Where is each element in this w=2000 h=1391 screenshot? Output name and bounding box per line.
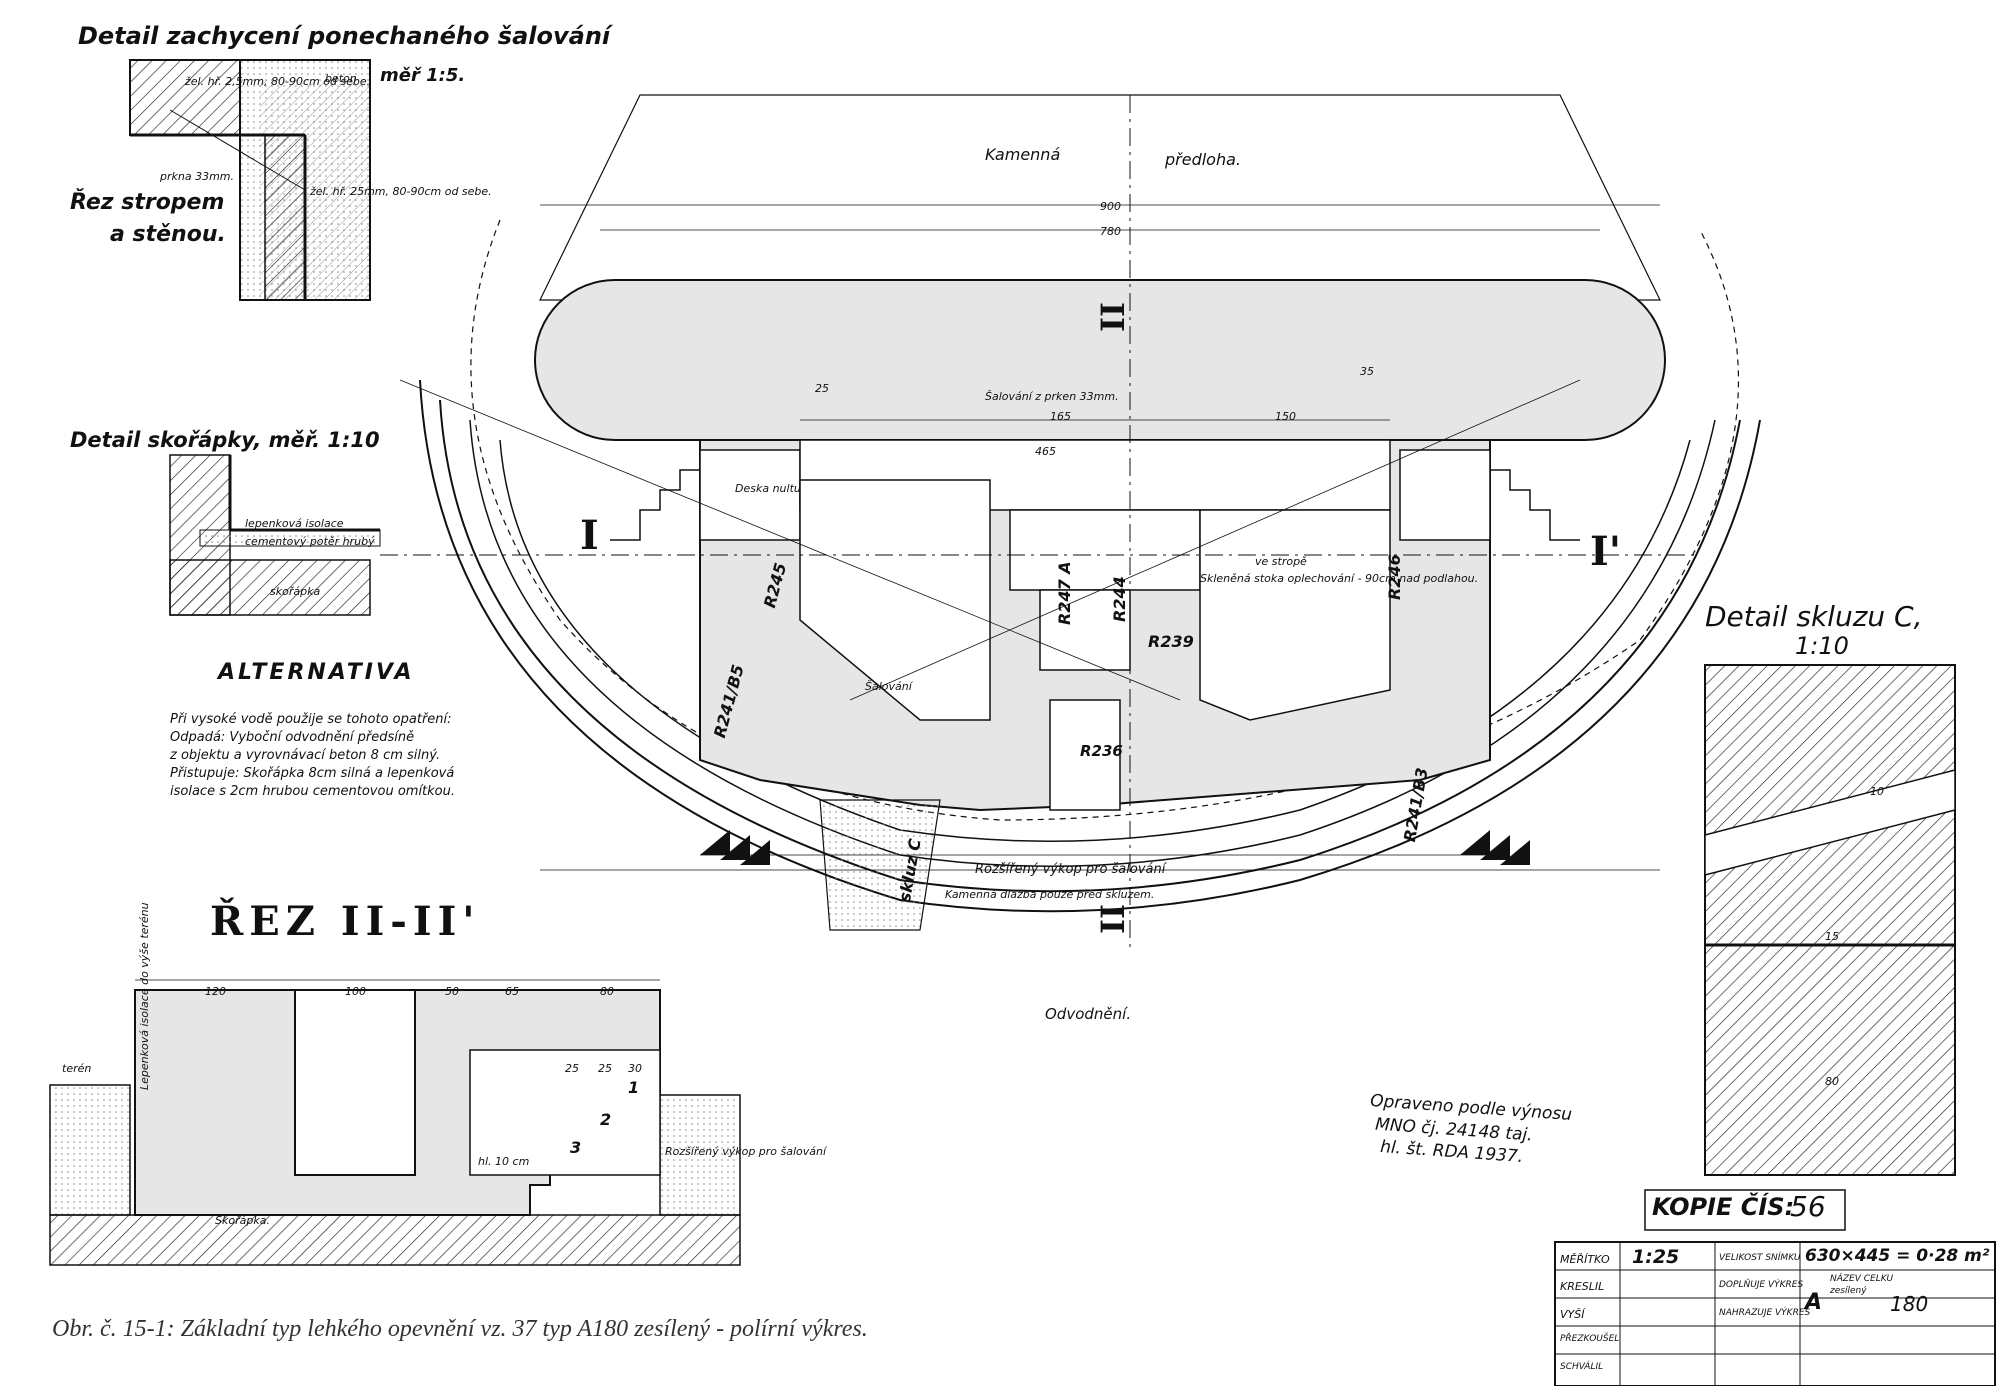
plan-top-label: Kamenná — [985, 145, 1061, 164]
detail-formwork-subtitle-2: a stěnou. — [110, 222, 226, 247]
plan-dim: 25 — [815, 382, 829, 395]
detail-shell-note: lepenková isolace — [245, 517, 344, 530]
tb-size-label: VELIKOST SNÍMKU — [1719, 1253, 1801, 1263]
section-dim: 25 — [598, 1062, 612, 1075]
plan-dim: 465 — [1035, 445, 1056, 458]
figure-caption: Obr. č. 15-1: Základní typ lehkého opevn… — [52, 1316, 868, 1342]
section-step-number: 3 — [570, 1138, 582, 1157]
tb-row6-label: SCHVÁLIL — [1560, 1362, 1604, 1372]
section-mark-II-bottom: II — [1093, 904, 1132, 934]
detail-formwork — [129, 59, 371, 301]
copy-number-value: 56 — [1790, 1190, 1826, 1223]
detail-formwork-note: žel. hř. 2,5mm, 80-90cm od sebe. — [185, 75, 371, 88]
tb-drawn-label: KRESLIL — [1560, 1280, 1605, 1293]
room-label: R239 — [1148, 632, 1194, 651]
section-dim: 65 — [505, 985, 519, 998]
plan-note: ve stropě — [1255, 555, 1307, 568]
room-label: R244 — [1110, 576, 1129, 622]
plan-note: Skleněná stoka oplechování - 90cm nad po… — [1200, 572, 1479, 585]
section-dim: 50 — [445, 985, 459, 998]
section-view — [49, 979, 741, 1266]
detail-chute-scale: 1:10 — [1795, 632, 1849, 660]
section-label-excavation: Rozšířený výkop pro šalování — [665, 1145, 827, 1158]
section-dim: 100 — [345, 985, 366, 998]
tb-supplements-label: DOPLŇUJE VÝKRES — [1719, 1280, 1804, 1290]
plan-top-label: předloha. — [1165, 150, 1241, 169]
plan-note: Šalování z prken 33mm. — [985, 390, 1119, 403]
detail-formwork-title: Detail zachycení ponechaného šalování — [78, 22, 611, 50]
alternative-line: isolace s 2cm hrubou cementovou omítkou. — [170, 784, 456, 799]
tb-type-value: 180 — [1890, 1292, 1929, 1316]
plan-dim: 780 — [1100, 225, 1121, 238]
detail-chute-dim: 80 — [1825, 1075, 1839, 1088]
alternative-line: Při vysoké vodě použije se tohoto opatře… — [170, 712, 452, 727]
section-step-number: 1 — [628, 1078, 640, 1097]
tb-scale-value: 1:25 — [1632, 1246, 1680, 1268]
section-dim: 30 — [628, 1062, 642, 1075]
room-label: R247 A — [1055, 561, 1074, 625]
plan-note: Rozšířený výkop pro šalování — [975, 862, 1166, 877]
plan-view — [380, 94, 1761, 950]
plan-note: Šalování — [865, 680, 912, 693]
detail-chute-title: Detail skluzu C, — [1705, 600, 1923, 633]
section-mark-II-top: II — [1093, 302, 1132, 332]
section-label-depth: hl. 10 cm — [478, 1155, 530, 1168]
plan-dim: 35 — [1360, 365, 1374, 378]
tb-size-value: 630×445 = 0·28 m² — [1805, 1246, 1990, 1266]
detail-formwork-subtitle-1: Řez stropem — [70, 190, 225, 215]
alternative-line: Přistupuje: Skořápka 8cm silná a lepenko… — [170, 766, 455, 781]
room-label: R236 — [1080, 742, 1123, 760]
plan-note: Deska nultu — [735, 482, 801, 495]
detail-formwork-scale: měř 1:5. — [380, 65, 466, 86]
tb-name-sub: zesílený — [1830, 1286, 1867, 1296]
tb-row5-label: PŘEZKOUŠEL — [1560, 1334, 1620, 1344]
detail-shell-title: Detail skořápky, měř. 1:10 — [70, 428, 380, 452]
detail-shell — [169, 454, 381, 616]
plan-dim: 165 — [1050, 410, 1071, 423]
detail-formwork-note: prkna 33mm. — [160, 170, 235, 183]
section-label-shell: Skořápka. — [215, 1214, 270, 1227]
detail-chute-dim: 10 — [1870, 785, 1884, 798]
detail-chute-dim: 15 — [1825, 930, 1839, 943]
section-mark-I-prime: I' — [1590, 528, 1621, 575]
section-mark-I: I — [580, 512, 599, 559]
tb-checked-label: VYŠÍ — [1560, 1308, 1585, 1321]
section-title: ŘEZ II-II' — [210, 898, 481, 945]
section-dim: 25 — [565, 1062, 579, 1075]
detail-chute — [1704, 664, 1956, 1176]
detail-shell-note: cementový potěr hrubý — [245, 535, 375, 548]
tb-name-label: NÁZEV CELKU — [1830, 1274, 1894, 1284]
section-dim: 120 — [205, 985, 226, 998]
alternative-line: Odpadá: Vyboční odvodnění předsíně — [170, 730, 415, 745]
plan-dim: 150 — [1275, 410, 1296, 423]
section-step-number: 2 — [600, 1110, 612, 1129]
section-label-insulation: Lepenková isolace do výše terénu — [138, 902, 151, 1090]
plan-note-drainage: Odvodnění. — [1045, 1005, 1132, 1023]
alternative-line: z objektu a vyrovnávací beton 8 cm silný… — [170, 748, 441, 763]
section-dim: 80 — [600, 985, 614, 998]
copy-number-label: KOPIE ČÍS: — [1652, 1193, 1795, 1221]
detail-shell-note: skořápka — [270, 585, 321, 598]
detail-formwork-note: žel. hř. 25mm, 80-90cm od sebe. — [310, 185, 492, 198]
tb-scale-label: MĚŘÍTKO — [1560, 1253, 1610, 1266]
detail-formwork-note: beton — [325, 72, 357, 85]
tb-replaced-label: NAHRAZUJE VÝKRES — [1719, 1308, 1811, 1318]
tb-name-value: A — [1805, 1290, 1823, 1315]
section-label-terrain: terén — [62, 1062, 92, 1075]
plan-note: Kamenná dlažba pouze před skluzem. — [945, 888, 1155, 901]
alternative-title: ALTERNATIVA — [218, 660, 415, 685]
plan-dim: 900 — [1100, 200, 1121, 213]
